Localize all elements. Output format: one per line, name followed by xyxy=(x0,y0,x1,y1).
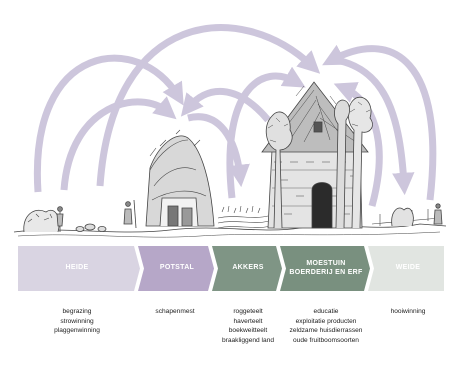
arrow-icon xyxy=(96,24,321,187)
zone-label-moestuin: MOESTUIN BOERDERIJ EN ERF xyxy=(284,246,368,291)
shepherd-icon xyxy=(433,203,443,225)
zone-label-heide: HEIDE xyxy=(65,264,89,272)
activity-item: schapenmest xyxy=(155,308,195,315)
tree-icon xyxy=(265,111,293,229)
zone-band-potstal xyxy=(138,246,214,291)
activity-item: plaggenwinning xyxy=(54,327,100,335)
zone-band-akkers xyxy=(212,246,282,291)
activity-item: strowinning xyxy=(60,317,94,325)
arrow-icon xyxy=(335,56,415,196)
zone-label-moestuin-line2: BOERDERIJ EN ERF xyxy=(289,268,363,276)
arrow-icon xyxy=(33,54,184,193)
activity-item: begrazing xyxy=(62,308,92,315)
activity-item: educatie xyxy=(313,308,339,315)
activities-potstal: schapenmest xyxy=(140,307,210,317)
zone-band-moestuin xyxy=(280,246,370,291)
zone-label-weide: WEIDE xyxy=(395,264,421,272)
activities-akkers: roggeteelt haverteelt boekweitteelt braa… xyxy=(212,307,284,345)
ground-line xyxy=(13,223,447,233)
flow-arrows xyxy=(33,24,437,207)
activities-moestuin: educatie exploitatie producten zeldzame … xyxy=(282,307,370,345)
activity-item: oude fruitboomsoorten xyxy=(293,336,359,344)
shepherd-icon xyxy=(56,206,64,232)
activity-item: boekweitteelt xyxy=(228,327,268,335)
activities-weide: hooiwinning xyxy=(372,307,444,317)
field-icon xyxy=(217,205,273,229)
activity-item: exploitatie producten xyxy=(295,317,357,325)
landscape-sketch xyxy=(13,81,447,238)
sheepfold-icon xyxy=(145,129,215,227)
arrow-icon xyxy=(322,44,437,201)
activity-item: braakliggend land xyxy=(221,336,275,344)
zone-band-row xyxy=(18,246,444,291)
activities-heide: begrazing strowinning plaggenwinning xyxy=(18,307,136,336)
activity-item: zeldzame huisdierrassen xyxy=(289,327,363,335)
activity-item: roggeteelt xyxy=(233,308,263,315)
tree-icon xyxy=(391,207,414,227)
tree-icon xyxy=(334,99,350,229)
arrow-icon xyxy=(60,96,177,191)
activity-item: hooiwinning xyxy=(390,308,426,315)
arrow-icon xyxy=(180,87,271,123)
zone-band-weide xyxy=(368,246,444,291)
sheep-group xyxy=(75,223,107,232)
shepherd-icon xyxy=(123,199,137,229)
zone-label-moestuin-line1: MOESTUIN xyxy=(306,259,346,267)
tree-icon xyxy=(23,209,60,233)
arrow-icon xyxy=(187,113,250,188)
arrow-icon xyxy=(333,82,383,207)
zone-label-potstal: POTSTAL xyxy=(159,264,195,272)
arrow-icon xyxy=(226,66,306,199)
zone-band-heide xyxy=(18,246,140,291)
zone-label-akkers: AKKERS xyxy=(232,264,264,272)
activity-item: haverteelt xyxy=(233,317,263,325)
